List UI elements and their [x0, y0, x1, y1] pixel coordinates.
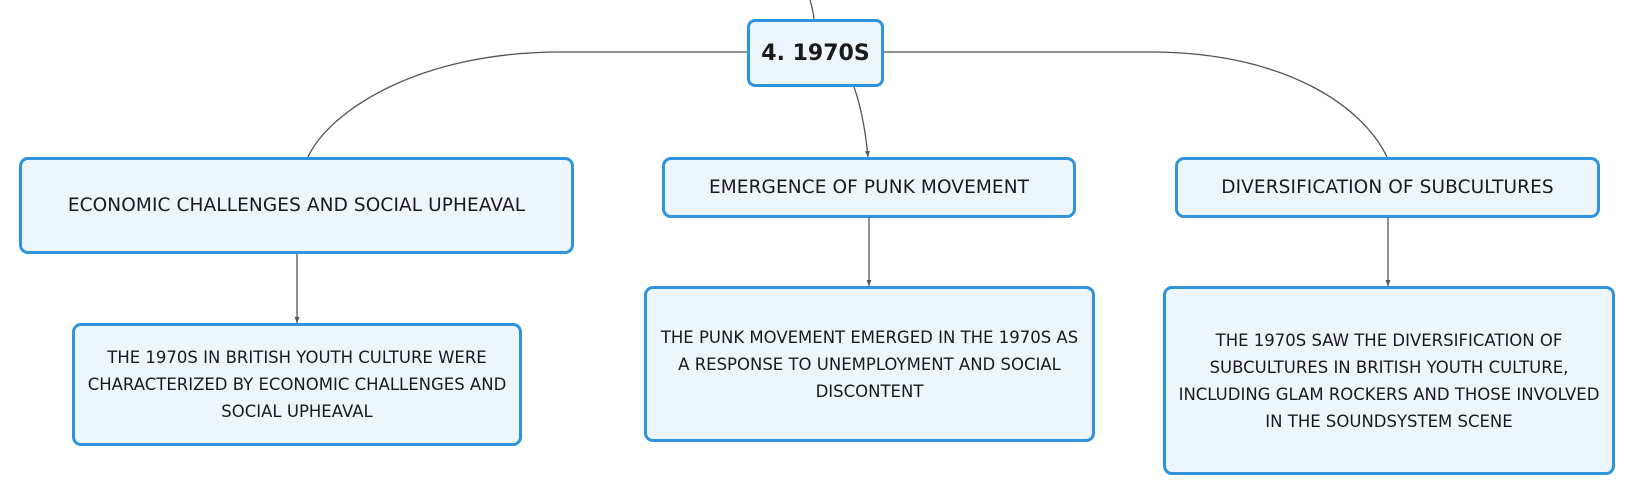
topic-node-punk-movement[interactable]: EMERGENCE OF PUNK MOVEMENT: [662, 157, 1076, 218]
connector-root-to-diverse: [884, 51, 1388, 158]
root-topic-label: 4. 1970S: [761, 40, 870, 66]
detail-node-diversification[interactable]: THE 1970S SAW THE DIVERSIFICATION OF SUB…: [1163, 286, 1615, 475]
connector-root-to-economic: [307, 51, 747, 158]
detail-text-economic-challenges: THE 1970S IN BRITISH YOUTH CULTURE WERE …: [87, 348, 507, 421]
connector-parent-to-root: [809, 0, 815, 20]
topic-label-economic-challenges: ECONOMIC CHALLENGES AND SOCIAL UPHEAVAL: [67, 195, 526, 216]
detail-text-punk-movement: THE PUNK MOVEMENT EMERGED IN THE 1970S A…: [660, 327, 1079, 401]
topic-label-diversification: DIVERSIFICATION OF SUBCULTURES: [1221, 177, 1554, 198]
root-topic-node[interactable]: 4. 1970S: [747, 19, 884, 87]
detail-node-economic-challenges[interactable]: THE 1970S IN BRITISH YOUTH CULTURE WERE …: [72, 323, 522, 446]
topic-label-punk-movement: EMERGENCE OF PUNK MOVEMENT: [708, 177, 1030, 198]
topic-node-economic-challenges[interactable]: ECONOMIC CHALLENGES AND SOCIAL UPHEAVAL: [19, 157, 574, 254]
detail-node-punk-movement[interactable]: THE PUNK MOVEMENT EMERGED IN THE 1970S A…: [644, 286, 1095, 442]
topic-node-diversification[interactable]: DIVERSIFICATION OF SUBCULTURES: [1175, 157, 1600, 218]
detail-text-diversification: THE 1970S SAW THE DIVERSIFICATION OF SUB…: [1178, 330, 1600, 431]
connector-root-to-punk: [853, 86, 870, 158]
